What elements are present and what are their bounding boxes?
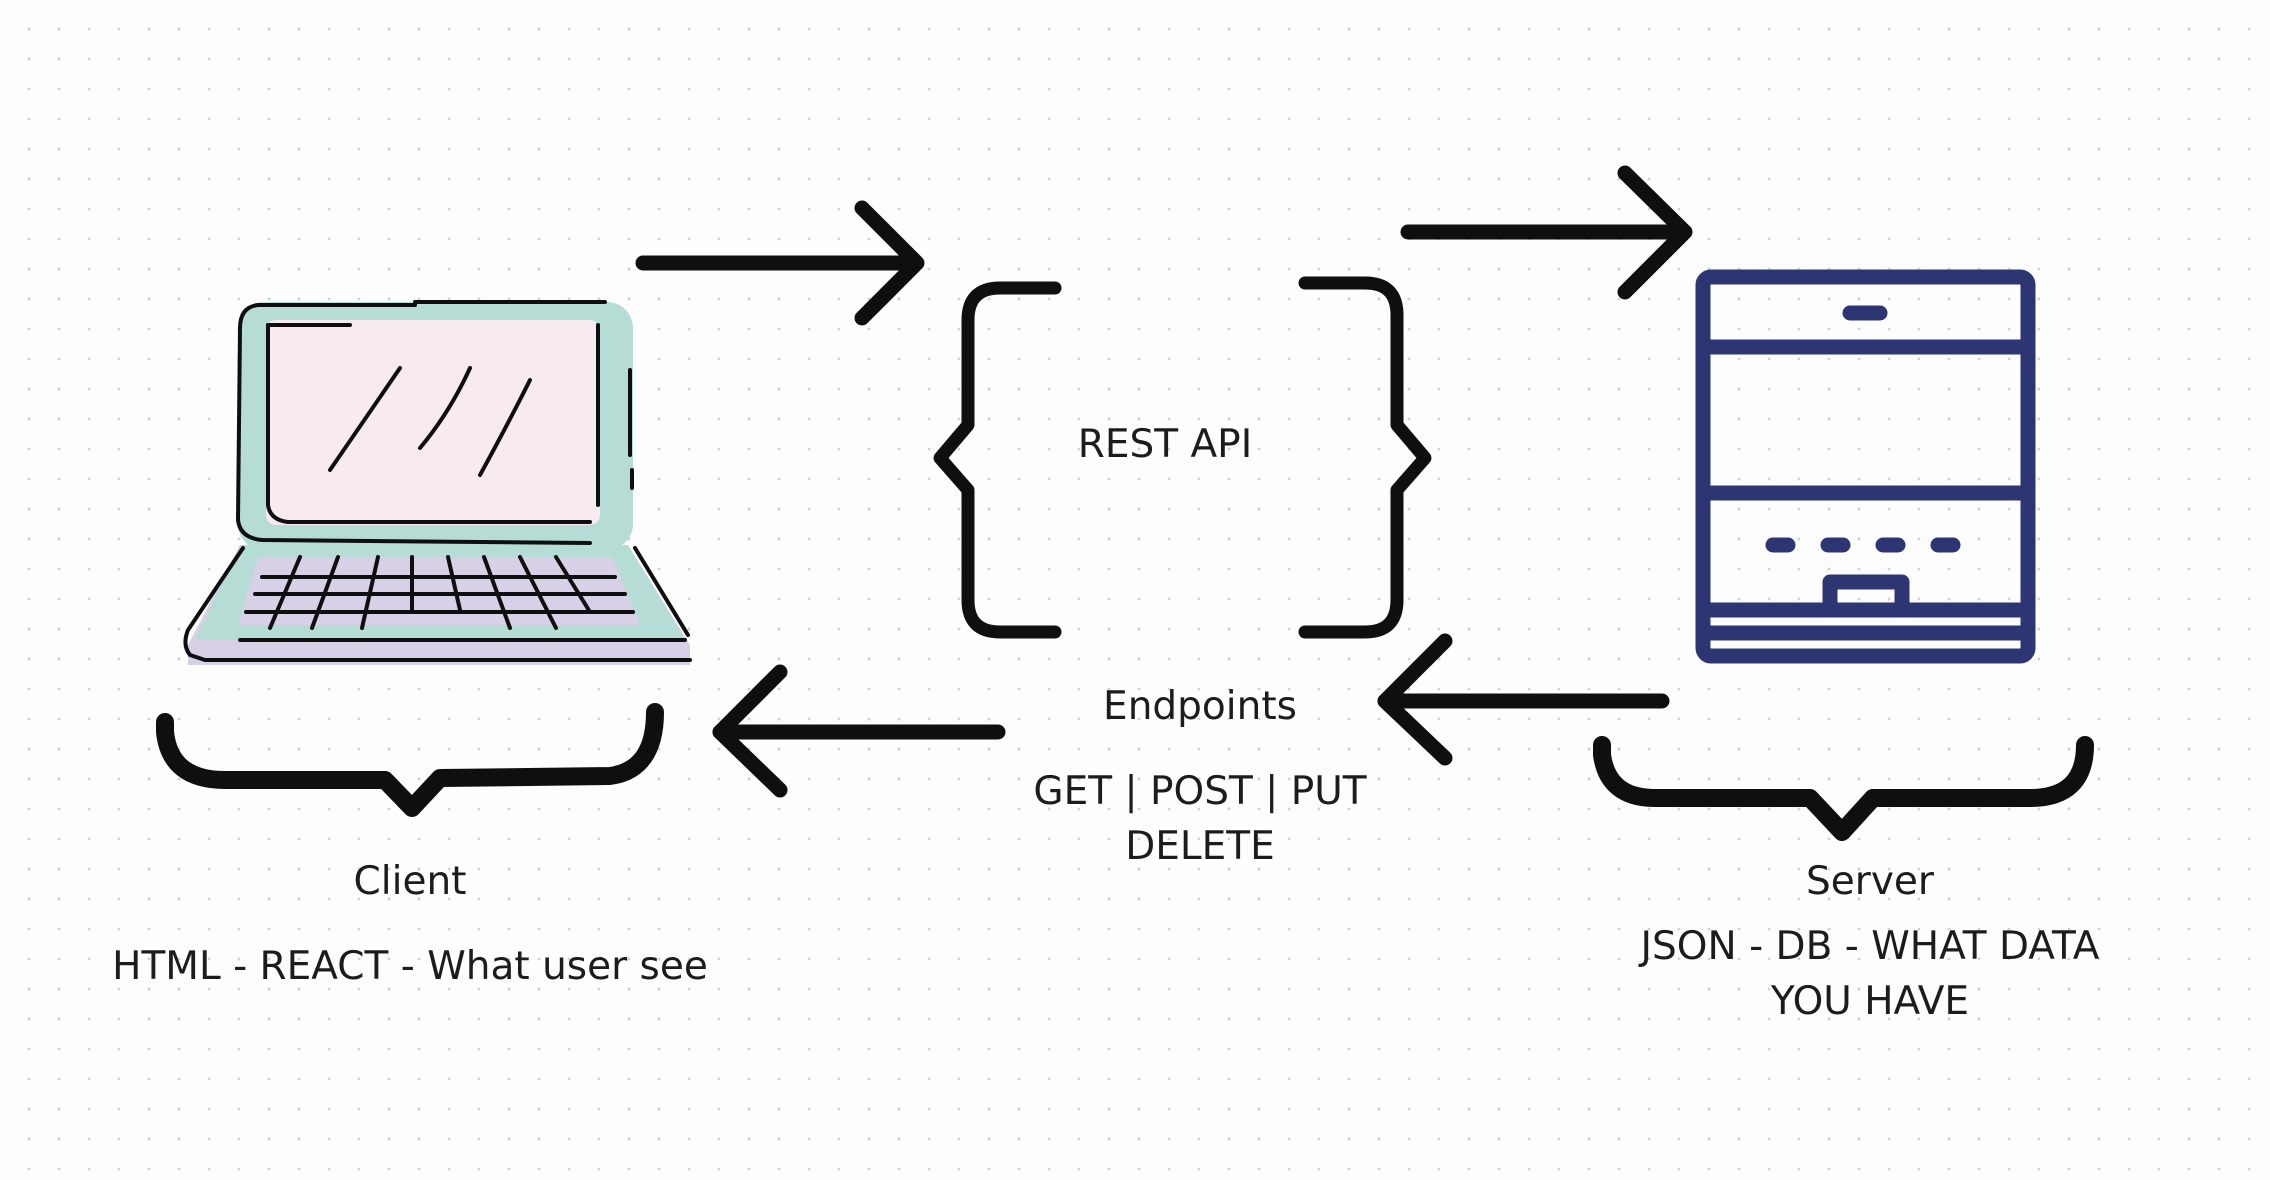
curly-brace-left-icon [933, 281, 1062, 639]
server-subtitle-line1: JSON - DB - WHAT DATA [1640, 924, 2100, 969]
http-methods-label-delete: DELETE [1125, 824, 1275, 869]
client-brace [156, 703, 664, 817]
laptop-icon [183, 300, 692, 665]
server-brace [1593, 736, 2094, 841]
server-title: Server [1806, 859, 1934, 904]
arrow-left-icon [1377, 633, 1670, 766]
client-title: Client [353, 859, 467, 904]
arrow-right-icon [1400, 165, 1693, 300]
endpoints-label: Endpoints [1103, 684, 1297, 729]
client-subtitle: HTML - REACT - What user see [112, 944, 708, 989]
curly-brace-right-icon [1298, 276, 1432, 639]
arrow-left-icon [712, 664, 1006, 798]
server-rack-icon [1695, 269, 2036, 664]
server-subtitle-line2: YOU HAVE [1770, 979, 1970, 1024]
rest-api-label: REST API [1077, 422, 1253, 467]
http-methods-label: GET | POST | PUT [1033, 769, 1367, 814]
arrow-right-icon [635, 200, 925, 326]
